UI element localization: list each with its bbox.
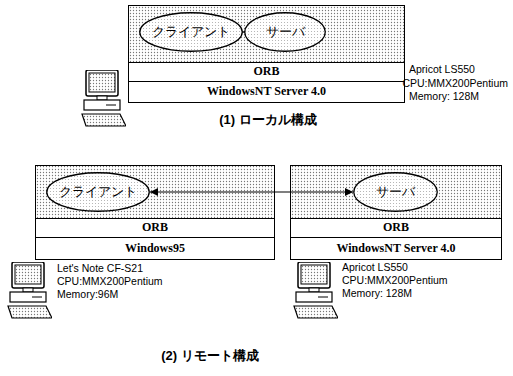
layer-name: ORB	[253, 65, 279, 78]
layer-name: ORB	[383, 221, 409, 234]
panel-box: サーバ ORB WindowsNT Server 4.0	[290, 165, 502, 260]
connector-arrow	[243, 31, 244, 32]
layer-name: Windows95	[125, 242, 185, 255]
layer-name: WindowsNT Server 4.0	[336, 242, 455, 255]
machine-spec: CPU:MMX200Pentium	[342, 275, 448, 286]
ellipse-shape	[245, 13, 326, 52]
caption: (2) リモート構成	[161, 349, 259, 362]
component-name: クライアント	[59, 185, 137, 199]
layer-name: ORB	[142, 221, 168, 234]
ellipse-shape	[140, 13, 243, 52]
panel-box: クライアント ORB Windows95	[35, 165, 275, 260]
ellipse-shape	[47, 173, 150, 212]
machine-spec: Let's Note CF-S21	[57, 263, 143, 274]
machine-spec: Apricot LS550	[342, 262, 408, 273]
machine-spec: Apricot LS550	[409, 64, 475, 75]
ellipse-node: サーバ	[353, 172, 438, 212]
component-name: サーバ	[266, 25, 305, 39]
machine-spec: Memory: 128M	[342, 288, 412, 299]
stipple-ground	[290, 165, 502, 260]
layer-band: ORB	[128, 62, 405, 82]
layer-band: ORB	[35, 218, 275, 238]
stipple-ground	[128, 5, 405, 103]
layer-band: Windows95	[35, 237, 275, 260]
component-name: サーバ	[376, 185, 415, 199]
component-name: クライアント	[152, 25, 230, 39]
layer-band: WindowsNT Server 4.0	[128, 81, 405, 103]
ellipse-node: サーバ	[244, 12, 326, 52]
machine-spec: CPU:MMX200Pentium	[57, 276, 163, 287]
machine-spec: CPU:MMX200Pentium	[402, 78, 508, 89]
machine-spec: Memory:96M	[57, 289, 118, 300]
computer-icon	[294, 262, 338, 318]
ellipse-node: クライアント	[46, 172, 150, 212]
stipple-ground	[35, 165, 275, 260]
computer-icon	[8, 262, 52, 318]
layer-band: ORB	[290, 218, 502, 238]
panel-box: クライアント サーバ ORB WindowsNT Server 4.0	[128, 5, 405, 103]
computer-icon	[82, 70, 126, 126]
caption: (1) ローカル構成	[219, 113, 317, 126]
connector-arrow	[150, 191, 353, 192]
stipple-grounds	[35, 5, 502, 260]
layer-name: WindowsNT Server 4.0	[207, 85, 326, 98]
machine-spec: Memory: 128M	[409, 91, 479, 102]
layer-band: WindowsNT Server 4.0	[290, 237, 502, 260]
ellipse-shape	[354, 173, 438, 212]
ellipse-node: クライアント	[139, 12, 243, 52]
